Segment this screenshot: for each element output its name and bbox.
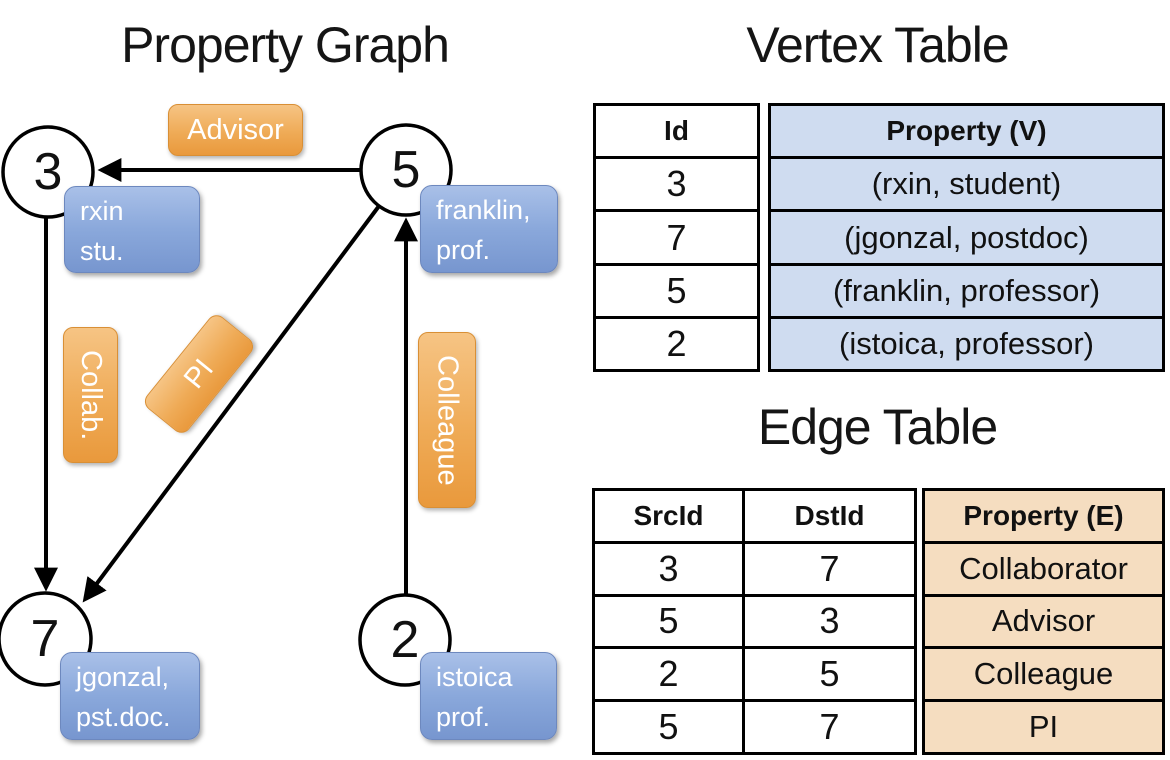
- vertex-node-5-id: 5: [391, 141, 421, 199]
- table-cell: 7: [819, 547, 840, 589]
- table-cell: (jgonzal, postdoc): [844, 219, 1089, 255]
- table-row: 3: [596, 159, 757, 213]
- vertex-property-box-2: istoica prof.: [420, 652, 557, 740]
- edge-table-property-header: Property (E): [963, 499, 1124, 531]
- table-header-row: Property (V): [771, 106, 1162, 160]
- vertex-property-box-7: jgonzal, pst.doc.: [60, 652, 200, 740]
- vertex-property-box-3: rxin stu.: [64, 186, 200, 273]
- table-row: Colleague: [925, 649, 1162, 703]
- table-cell: 5: [595, 702, 745, 752]
- vertex-node-3-id: 3: [33, 143, 63, 201]
- table-cell: 5: [595, 596, 745, 647]
- table-header-row: Id: [596, 106, 757, 160]
- table-cell: (istoica, professor): [839, 325, 1094, 361]
- edge-table-property-column: Property (E) Collaborator Advisor Collea…: [922, 488, 1165, 755]
- table-cell: 5: [666, 269, 687, 311]
- vertex-property-line: rxin: [80, 196, 124, 226]
- table-cell: 3: [666, 163, 687, 205]
- table-row: Collaborator: [925, 544, 1162, 597]
- edge-table-srcid-header: SrcId: [595, 491, 745, 541]
- table-row: 2: [596, 319, 757, 369]
- table-row: (jgonzal, postdoc): [771, 212, 1162, 266]
- table-cell: 3: [595, 543, 745, 594]
- edge-label-advisor: Advisor: [168, 104, 303, 156]
- table-row: 7: [596, 212, 757, 266]
- edge-label-collab: Collab.: [63, 327, 118, 463]
- vertex-property-line: istoica: [436, 662, 513, 692]
- edge-table-title: Edge Table: [757, 399, 998, 455]
- vertex-table-id-column: Id 3 7 5 2: [593, 103, 760, 372]
- graph-canvas: [0, 123, 453, 687]
- table-header-row: SrcId DstId: [595, 491, 914, 544]
- vertex-property-box-5: franklin, prof.: [420, 185, 558, 273]
- table-cell: 7: [666, 216, 687, 258]
- table-row: 3 7: [595, 543, 914, 597]
- table-cell: 7: [819, 706, 840, 748]
- vertex-table-id-header: Id: [664, 115, 689, 147]
- table-row: 2 5: [595, 649, 914, 703]
- vertex-table-property-column: Property (V) (rxin, student) (jgonzal, p…: [768, 103, 1165, 372]
- vertex-node-2-id: 2: [390, 611, 420, 669]
- table-row: (rxin, student): [771, 159, 1162, 213]
- vertex-table-property-header: Property (V): [886, 115, 1047, 147]
- table-row: 5 3: [595, 596, 914, 650]
- vertex-property-line: pst.doc.: [76, 702, 171, 732]
- table-cell: Advisor: [991, 603, 1096, 639]
- table-cell: Collaborator: [959, 550, 1128, 586]
- table-cell: (rxin, student): [871, 166, 1062, 202]
- edge-table-id-columns: SrcId DstId 3 7 5 3 2 5 5 7: [592, 488, 917, 755]
- vertex-property-line: prof.: [436, 235, 491, 265]
- vertex-table-title: Vertex Table: [746, 17, 1009, 73]
- table-cell: (franklin, professor): [832, 272, 1101, 308]
- vertex-node-7-id: 7: [30, 610, 60, 668]
- vertex-property-line: franklin,: [436, 195, 531, 225]
- table-row: 5: [596, 266, 757, 319]
- table-cell: 5: [819, 653, 840, 695]
- vertex-property-line: jgonzal,: [76, 662, 170, 692]
- table-header-row: Property (E): [925, 491, 1162, 544]
- table-cell: PI: [1028, 709, 1059, 745]
- table-cell: 2: [666, 322, 687, 364]
- edge-table-dstid-header: DstId: [794, 499, 865, 531]
- edge-label-colleague: Colleague: [418, 332, 476, 508]
- vertex-property-line: stu.: [80, 236, 124, 266]
- table-row: 5 7: [595, 702, 914, 752]
- vertex-property-line: prof.: [436, 702, 491, 732]
- table-row: (istoica, professor): [771, 319, 1162, 369]
- table-cell: Colleague: [973, 656, 1114, 692]
- edge-arrow-5-to-7: [82, 204, 381, 603]
- table-cell: 3: [819, 600, 840, 642]
- table-cell: 2: [595, 649, 745, 700]
- property-graph-title: Property Graph: [121, 17, 450, 73]
- table-row: (franklin, professor): [771, 266, 1162, 319]
- table-row: PI: [925, 702, 1162, 752]
- table-row: Advisor: [925, 597, 1162, 650]
